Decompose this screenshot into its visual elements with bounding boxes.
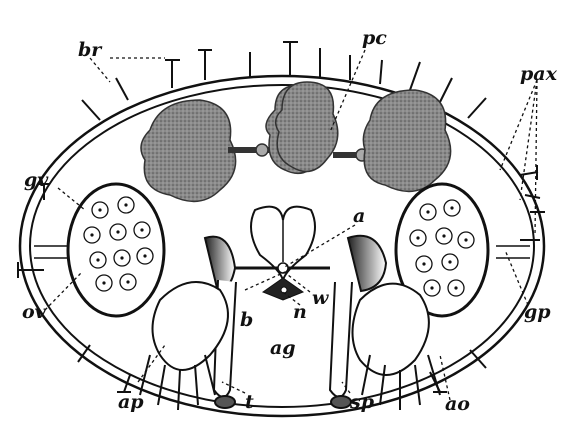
- label-sp: sp: [349, 391, 375, 413]
- label-b: b: [240, 309, 253, 331]
- central-organ: [235, 207, 330, 300]
- label-w: w: [312, 287, 329, 309]
- label-a: a: [353, 205, 365, 227]
- label-t: t: [245, 391, 254, 413]
- label-ov: ov: [22, 301, 47, 323]
- label-ag: ag: [270, 337, 296, 359]
- label-ao: ao: [445, 393, 470, 415]
- label-n: n: [293, 301, 307, 323]
- label-gp: gp: [524, 301, 551, 323]
- ovary-left: [68, 184, 164, 316]
- label-br: br: [78, 39, 103, 61]
- label-gv: gv: [24, 169, 49, 191]
- label-pc: pc: [362, 27, 387, 49]
- gonad-pair-right: [276, 82, 451, 191]
- label-ap: ap: [118, 391, 144, 413]
- label-pax: pax: [520, 63, 558, 85]
